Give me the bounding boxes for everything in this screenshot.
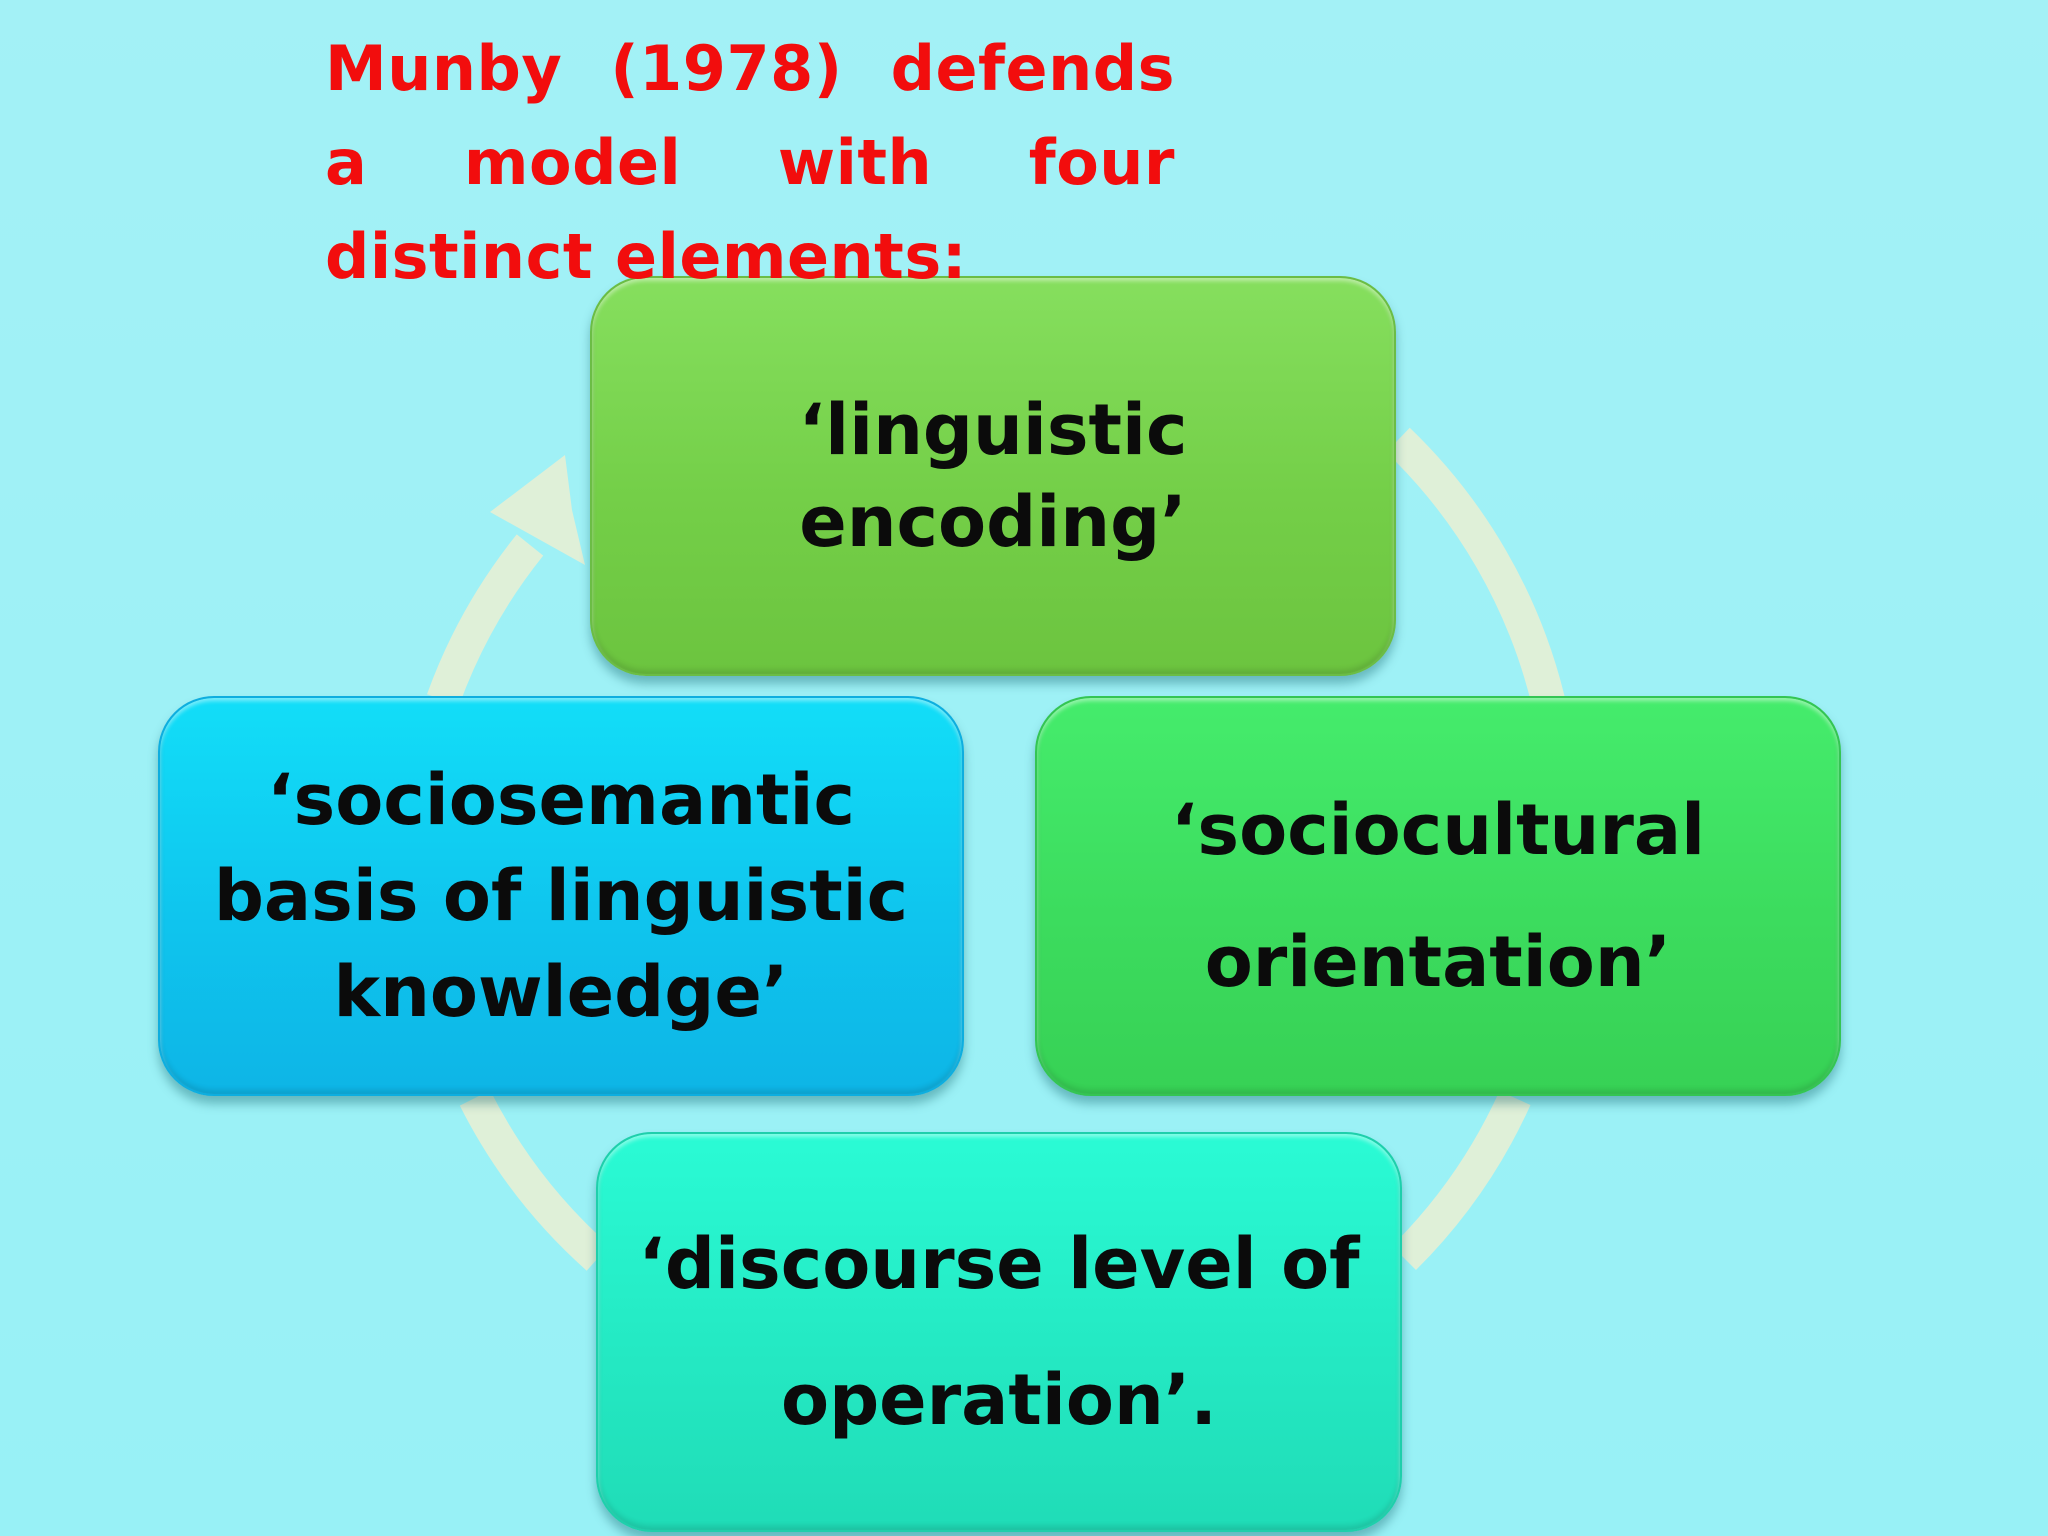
element-discourse-level: ‘discourse level of operation’. — [596, 1132, 1402, 1532]
slide-title: Munby (1978) defends a model with four d… — [325, 32, 1175, 293]
cycle-arc-right-bottom — [1391, 1090, 1531, 1271]
element-label-sociosemantic-basis: ‘sociosemantic basis of linguistic knowl… — [213, 759, 909, 1033]
cycle-arc-bottom-left — [459, 1090, 610, 1271]
element-linguistic-encoding: ‘linguistic encoding’ — [590, 276, 1396, 676]
cycle-arc-top-right — [1386, 427, 1565, 705]
element-label-sociocultural-orientation: ‘sociocultural orientation’ — [1170, 789, 1706, 1003]
element-label-discourse-level: ‘discourse level of operation’. — [638, 1223, 1360, 1441]
cycle-arc-left-top — [427, 534, 544, 706]
element-sociocultural-orientation: ‘sociocultural orientation’ — [1035, 696, 1841, 1096]
element-sociosemantic-basis: ‘sociosemantic basis of linguistic knowl… — [158, 696, 964, 1096]
cycle-arrowhead-icon — [490, 455, 585, 565]
element-label-linguistic-encoding: ‘linguistic encoding’ — [798, 389, 1188, 563]
